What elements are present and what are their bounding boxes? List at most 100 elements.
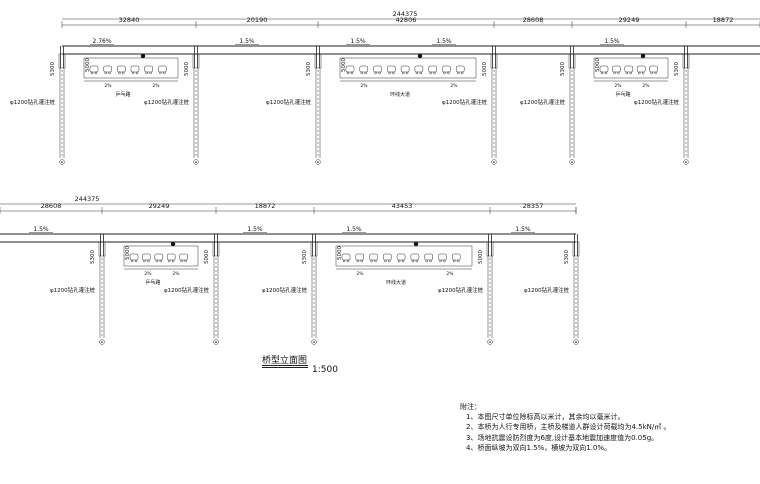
vehicle-icon <box>396 253 406 261</box>
vehicle-icon <box>345 65 355 73</box>
pier-cap <box>314 53 322 69</box>
pier-cap <box>572 241 580 257</box>
wheel-icon <box>104 71 107 75</box>
vehicle-icon <box>154 253 164 261</box>
span-length-label: 18872 <box>255 202 276 210</box>
pier-cap <box>490 53 498 69</box>
axis-grid-marker <box>683 159 689 165</box>
wheel-icon <box>425 259 428 263</box>
span-length-label: 28357 <box>523 202 544 210</box>
wheel-icon <box>171 259 175 263</box>
vehicle-icon <box>369 253 378 261</box>
road-crossfall-label: 2% <box>614 83 622 89</box>
pile-type-label: φ1200钻孔灌注桩 <box>524 286 570 294</box>
axis-grid-dot <box>317 161 319 163</box>
elevation-row-1: 244375328402.76%2%2%乒乓路5000201901.5%4280… <box>10 10 760 165</box>
wheel-icon <box>600 71 604 75</box>
span-length-label: 28608 <box>41 202 62 210</box>
vehicle-icon <box>451 253 461 261</box>
vehicle-icon <box>428 65 437 73</box>
axis-grid-dot <box>215 341 217 343</box>
axis-grid-marker <box>193 159 199 165</box>
wheel-icon <box>617 71 620 75</box>
vehicle-icon <box>649 65 658 73</box>
vehicle-icon <box>400 65 410 73</box>
pier-height-label: 5300 <box>560 62 566 76</box>
road-crossfall-label: 2% <box>152 83 160 89</box>
drawing-title: 桥型立面图 <box>262 356 308 366</box>
pile-type-label: φ1200钻孔灌注桩 <box>266 98 312 106</box>
vehicle-icon <box>103 65 112 73</box>
wheel-icon <box>447 71 450 75</box>
title-underline-double <box>262 367 308 368</box>
wheel-icon <box>346 71 350 75</box>
vehicle-icon <box>341 253 351 261</box>
wheel-icon <box>415 71 419 75</box>
road-crossfall-label: 2% <box>144 271 152 277</box>
wheel-icon <box>405 71 409 75</box>
road-clearance-box <box>593 57 669 79</box>
wheel-icon <box>452 259 456 263</box>
wheel-icon <box>378 71 381 75</box>
road-crossfall-label: 2% <box>446 271 454 277</box>
pier-cap <box>682 53 690 69</box>
vehicle-icon <box>383 253 392 261</box>
road-clearance-box <box>83 57 179 79</box>
wheel-icon <box>159 259 163 263</box>
lamp-icon <box>417 53 423 59</box>
span-length-label: 43453 <box>392 202 413 210</box>
road-crossfall-label: 2% <box>172 271 180 277</box>
road-crossfall-label: 2% <box>104 83 112 89</box>
axis-grid-marker <box>491 159 497 165</box>
vehicle-icon <box>117 65 126 73</box>
wheel-icon <box>135 71 139 75</box>
span-length-label: 42806 <box>396 16 417 24</box>
vehicle-icon <box>424 253 433 261</box>
axis-grid-marker <box>99 339 105 345</box>
pier-height-label: 5000 <box>478 250 484 264</box>
vehicle-icon <box>599 65 609 73</box>
wheel-icon <box>184 259 187 263</box>
wheel-icon <box>439 259 442 263</box>
wheel-icon <box>147 259 150 263</box>
pier-cap <box>192 53 200 69</box>
deck-slope-label: 1.5% <box>33 226 49 233</box>
wheel-icon <box>419 71 423 75</box>
vehicle-icon <box>129 253 139 261</box>
wheel-icon <box>613 71 616 75</box>
pier-height-label: 5300 <box>674 62 680 76</box>
vehicle-icon <box>359 65 369 73</box>
vehicle-icon <box>144 65 153 73</box>
lamp-icon <box>170 241 176 247</box>
title-underline <box>262 365 308 366</box>
lamp-icon <box>640 53 646 59</box>
wheel-icon <box>342 259 346 263</box>
under-road-name: 乒乓路 <box>615 91 630 98</box>
wheel-icon <box>388 71 391 75</box>
wheel-icon <box>159 71 162 75</box>
pile-type-label: φ1200钻孔灌注桩 <box>634 98 680 106</box>
vehicle-icon <box>636 65 646 73</box>
wheel-icon <box>388 259 391 263</box>
wheel-icon <box>637 71 641 75</box>
axis-grid-marker <box>573 339 579 345</box>
span-length-label: 29249 <box>149 202 170 210</box>
axis-grid-marker <box>569 159 575 165</box>
wheel-icon <box>397 259 401 263</box>
span-length-label: 18872 <box>713 16 734 24</box>
axis-grid-dot <box>101 341 103 343</box>
pier-cap <box>98 241 106 257</box>
road-crossfall-label: 2% <box>360 83 368 89</box>
axis-grid-dot <box>61 161 63 163</box>
wheel-icon <box>360 71 364 75</box>
pier-cap <box>310 241 318 257</box>
note-item: 3、场地抗震设防烈度为6度,设计基本地震加速度值为0.05g。 <box>466 433 659 442</box>
span-length-label: 29249 <box>619 16 640 24</box>
road-crossfall-label: 2% <box>642 83 650 89</box>
lamp-icon <box>413 241 419 247</box>
wheel-icon <box>433 71 436 75</box>
pier-height-label: 5300 <box>90 250 96 264</box>
vehicle-icon <box>612 65 621 73</box>
axis-grid-dot <box>685 161 687 163</box>
